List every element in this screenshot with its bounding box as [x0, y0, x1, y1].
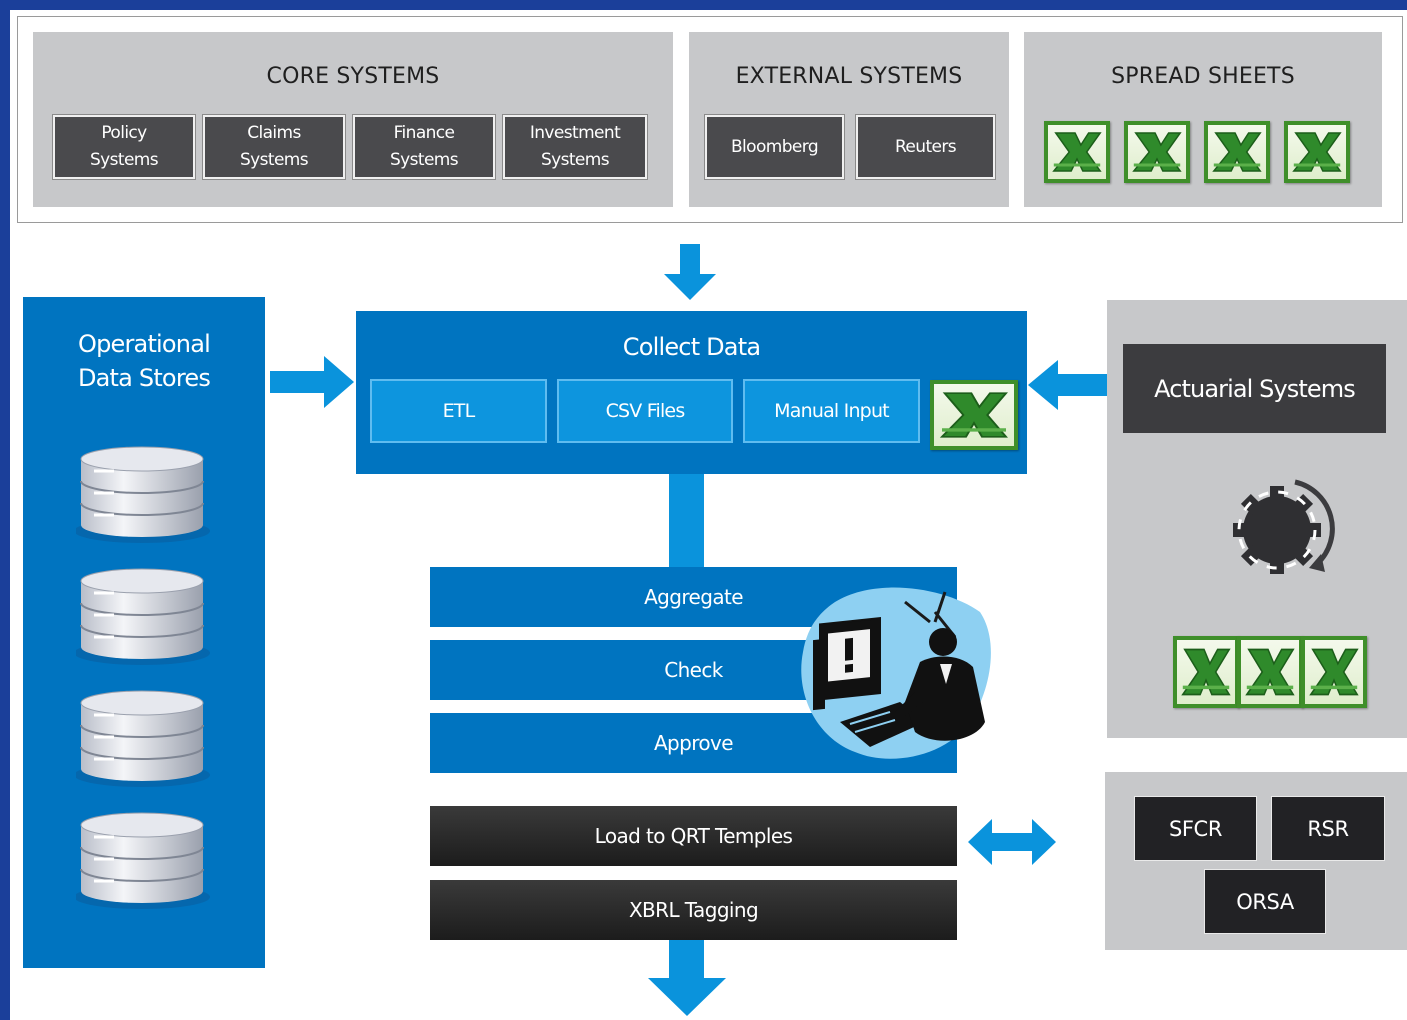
database-icon — [76, 445, 216, 545]
arrow-left-actuarial — [1028, 360, 1108, 410]
excel-icon — [1284, 121, 1350, 183]
core-systems-panel: CORE SYSTEMS Policy Systems Claims Syste… — [33, 32, 673, 207]
excel-icon — [1301, 636, 1367, 708]
external-systems-title: EXTERNAL SYSTEMS — [735, 64, 963, 89]
bottom-connector — [669, 940, 704, 982]
finance-systems-box: Finance Systems — [353, 115, 495, 179]
etl-box: ETL — [370, 379, 547, 443]
spread-sheets-panel: SPREAD SHEETS — [1024, 32, 1382, 207]
sfcr-box: SFCR — [1134, 796, 1257, 861]
excel-icon — [1173, 636, 1239, 708]
database-icon — [76, 689, 216, 789]
double-arrow — [968, 819, 1056, 865]
arrow-down-bottom — [648, 978, 726, 1016]
operational-data-stores-title: Operational Data Stores — [77, 330, 211, 392]
arrow-right-ods — [270, 356, 354, 408]
diagram-canvas: CORE SYSTEMS Policy Systems Claims Syste… — [10, 10, 1407, 1020]
collect-data-title: Collect Data — [622, 333, 761, 361]
actuarial-systems-panel: Actuarial Systems — [1107, 300, 1407, 738]
bloomberg-box: Bloomberg — [705, 115, 844, 179]
external-systems-panel: EXTERNAL SYSTEMS Bloomberg Reuters — [689, 32, 1009, 207]
investment-systems-box: Investment Systems — [503, 115, 647, 179]
database-icon — [76, 811, 216, 911]
xbrl-tagging-step: XBRL Tagging — [430, 880, 957, 940]
excel-icon — [1237, 636, 1303, 708]
arrow-down-top — [664, 244, 716, 300]
excel-icon — [1044, 121, 1110, 183]
reports-panel: SFCR RSR ORSA — [1105, 772, 1407, 950]
core-systems-title: CORE SYSTEMS — [266, 64, 440, 89]
load-to-qrt-step: Load to QRT Temples — [430, 806, 957, 866]
claims-systems-box: Claims Systems — [203, 115, 345, 179]
excel-icon — [1124, 121, 1190, 183]
connector-bar — [669, 474, 704, 567]
collect-data-panel: Collect Data ETL CSV Files Manual Input — [356, 311, 1027, 474]
person-at-computer-icon — [801, 587, 991, 759]
reuters-box: Reuters — [856, 115, 995, 179]
spread-sheets-title: SPREAD SHEETS — [1111, 64, 1295, 89]
excel-icon — [930, 380, 1018, 450]
rsr-box: RSR — [1271, 796, 1385, 861]
database-icon — [76, 567, 216, 667]
actuarial-systems-title: Actuarial Systems — [1123, 344, 1386, 433]
manual-input-box: Manual Input — [743, 379, 920, 443]
orsa-box: ORSA — [1204, 869, 1326, 934]
operational-data-stores-panel: Operational Data Stores — [23, 297, 265, 968]
excel-icon — [1204, 121, 1270, 183]
gear-icon — [1233, 479, 1335, 574]
csv-files-box: CSV Files — [557, 379, 733, 443]
policy-systems-box: Policy Systems — [53, 115, 195, 179]
